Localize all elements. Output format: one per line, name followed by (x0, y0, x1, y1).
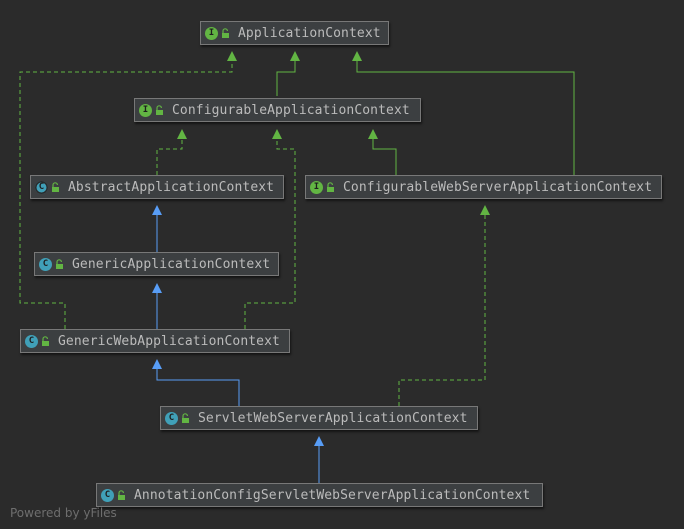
public-lock-icon (182, 413, 189, 423)
class-icon: C (39, 257, 52, 271)
node-label: ConfigurableWebServerApplicationContext (343, 179, 653, 195)
edge-servlet-to-configurablewebserver (398, 205, 490, 406)
node-configurablewebserverapplicationcontext[interactable]: I ConfigurableWebServerApplicationContex… (305, 175, 662, 199)
node-label: ServletWebServerApplicationContext (198, 410, 468, 426)
edge-genericweb-to-applicationcontext (19, 51, 237, 329)
interface-icon: I (139, 103, 152, 117)
edge-configurablewebserver-to-applicationcontext (352, 51, 575, 175)
node-label: AnnotationConfigServletWebServerApplicat… (134, 487, 531, 503)
public-lock-icon (156, 105, 163, 115)
node-applicationcontext[interactable]: I ApplicationContext (200, 21, 389, 45)
public-lock-icon (118, 490, 125, 500)
node-label: AbstractApplicationContext (68, 179, 275, 195)
interface-icon: I (310, 180, 323, 194)
public-lock-icon (327, 182, 334, 192)
node-genericwebapplicationcontext[interactable]: C GenericWebApplicationContext (20, 329, 290, 353)
edge-abstract-to-configurable (156, 129, 187, 175)
node-configurableapplicationcontext[interactable]: I ConfigurableApplicationContext (134, 98, 421, 122)
node-annotationconfigservletwebserverapplicationcontext[interactable]: C AnnotationConfigServletWebServerApplic… (96, 483, 543, 507)
node-genericapplicationcontext[interactable]: C GenericApplicationContext (34, 252, 279, 276)
node-servletwebserverapplicationcontext[interactable]: C ServletWebServerApplicationContext (160, 406, 478, 430)
public-lock-icon (222, 28, 229, 38)
public-lock-icon (52, 182, 59, 192)
edge-genericweb-to-configurable (244, 129, 296, 329)
edge-servlet-to-genericweb (152, 359, 240, 406)
node-label: ApplicationContext (238, 25, 381, 41)
interface-icon: I (205, 26, 218, 40)
edge-configurablewebserver-to-configurable (368, 129, 397, 175)
node-label: ConfigurableApplicationContext (172, 102, 410, 118)
public-lock-icon (56, 259, 63, 269)
public-lock-icon (42, 336, 49, 346)
edge-configurable-to-applicationcontext (276, 51, 300, 96)
class-icon: C (25, 334, 38, 348)
node-label: GenericWebApplicationContext (58, 333, 280, 349)
node-abstractapplicationcontext[interactable]: C AbstractApplicationContext (30, 175, 284, 199)
class-icon: C (101, 488, 114, 502)
class-icon: C (165, 411, 178, 425)
node-label: GenericApplicationContext (72, 256, 271, 272)
powered-by-footer: Powered by yFiles (10, 506, 117, 520)
abstract-class-icon: C (35, 180, 48, 194)
